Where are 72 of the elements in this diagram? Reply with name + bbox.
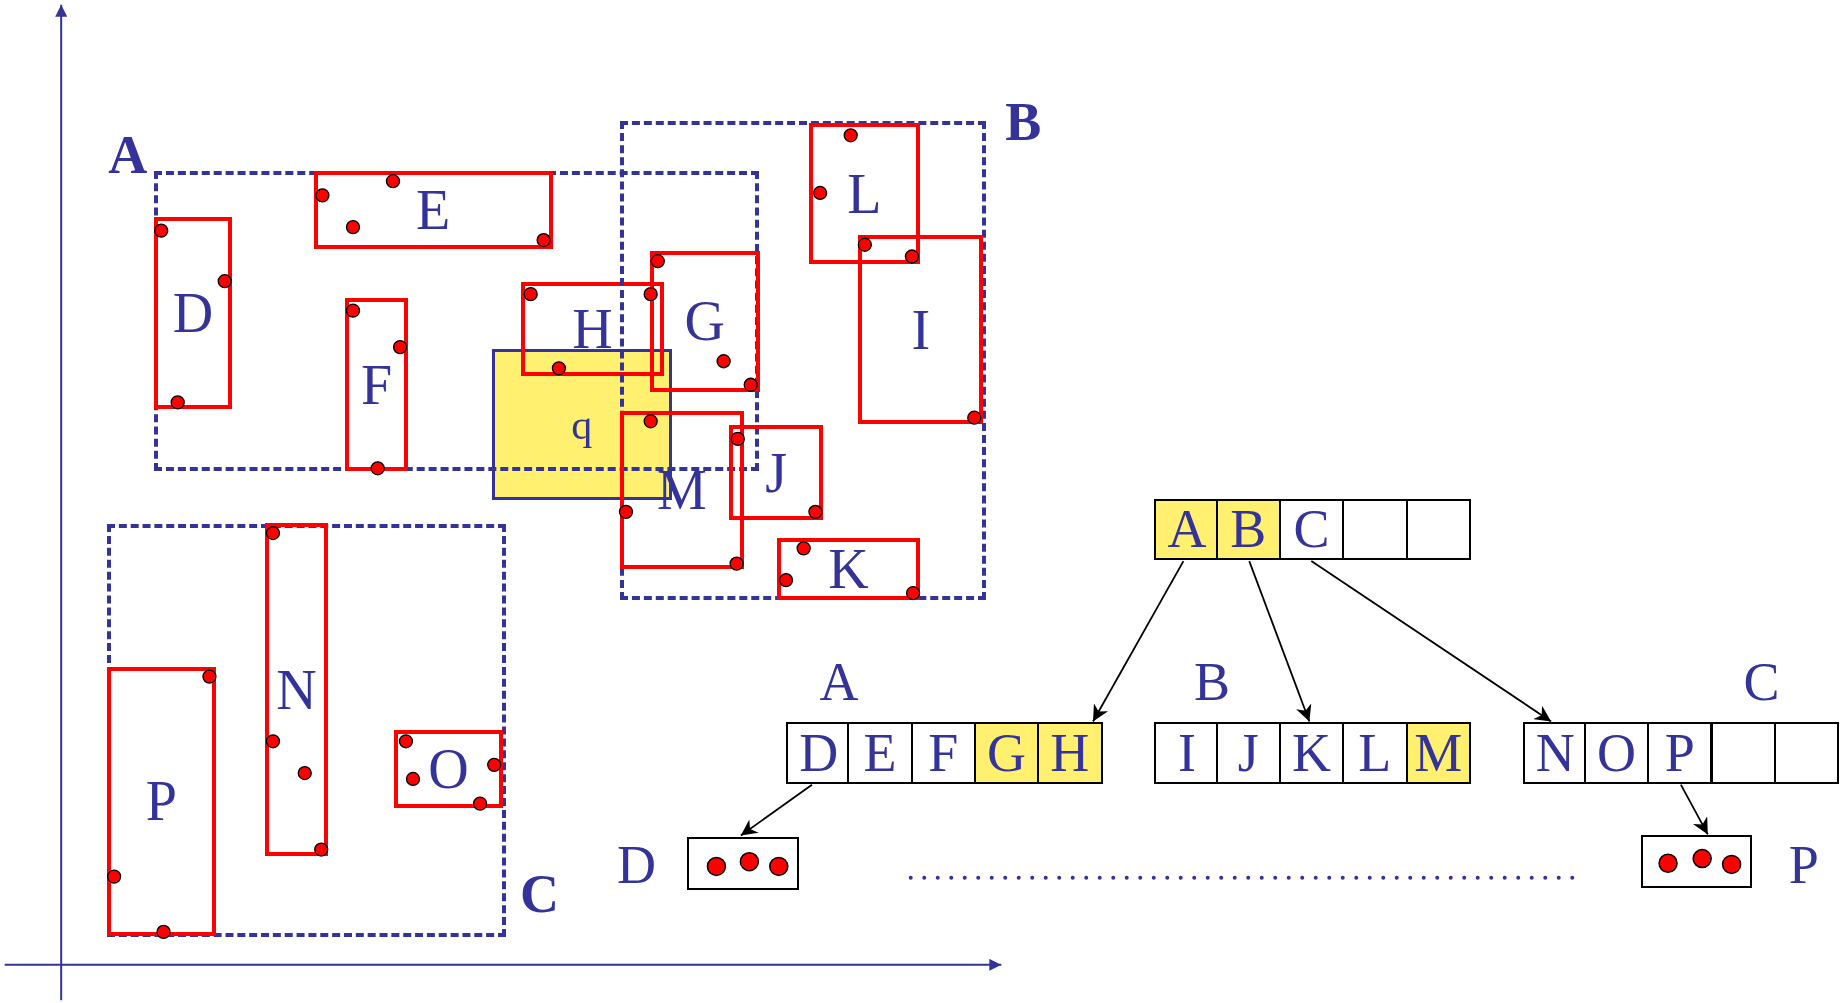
node-label: N [276,661,317,718]
node-label: A [819,655,859,710]
entry-cell [1647,722,1713,784]
node-label: P [145,773,177,830]
node-label: I [911,301,931,358]
node-label: D [799,726,839,781]
node-label: B [1230,502,1267,557]
data-rectangle [649,250,761,392]
data-rectangle [858,234,984,425]
node-label: C [520,866,560,921]
data-rectangle [619,411,745,569]
node-label: E [863,726,897,781]
entry-cell [973,722,1040,784]
node-label: K [828,541,869,597]
node-label: q [571,403,593,446]
node-label: E [415,182,451,239]
node-label: C [1293,502,1330,557]
node-label: F [361,356,393,413]
node-label: I [1177,726,1196,781]
entry-cell [1405,722,1471,784]
node-label: P [1664,726,1695,781]
node-label: K [1292,726,1332,781]
arrow [739,783,813,837]
entry-cell [910,722,976,784]
node-label: A [1167,502,1207,557]
node-label: A [108,127,148,182]
data-rectangle [729,425,824,520]
data-rectangle [265,523,328,857]
node-label: J [765,444,787,501]
entry-cell [1037,722,1103,784]
arrow [1679,783,1709,836]
data-rectangle [313,171,553,249]
entry-cell [1215,498,1281,561]
node-label: O [1597,726,1637,781]
node-label: D [617,837,657,892]
entry-cell [1710,722,1776,784]
data-rectangle [106,666,216,937]
node-label: P [1788,837,1819,892]
node-label: M [1414,726,1463,781]
entry-cell [847,722,913,784]
node-label: G [684,293,725,350]
arrow [1092,560,1185,723]
entry-cell [1278,498,1345,561]
node-label: B [1005,94,1042,149]
entry-cell [1342,498,1408,561]
data-rectangle [777,538,920,600]
arrow [1248,560,1312,723]
node-label: H [1050,726,1090,781]
node-label: L [1358,726,1392,781]
node-label: G [987,726,1027,781]
node-label: F [928,726,959,781]
entry-cell [1773,722,1840,784]
entry-cell [1278,722,1345,784]
data-rectangle [153,217,233,409]
data-rectangle [809,123,920,265]
node-label: O [428,741,469,797]
arrow [1310,560,1552,723]
data-rectangle [393,730,504,808]
node-label: D [172,285,214,342]
node-label: N [1535,726,1575,781]
node-label: C [1743,655,1780,710]
node-label: J [1237,726,1259,781]
entry-cell [1583,722,1650,784]
entry-cell [1342,722,1408,784]
node-label: L [847,165,882,222]
data-rectangle [520,281,665,376]
data-rectangle [345,298,408,472]
node-label: H [572,300,613,357]
entry-cell [1405,498,1471,561]
tree-node [1154,498,1471,561]
node-label: B [1193,655,1230,710]
entry-cell [1215,722,1281,784]
